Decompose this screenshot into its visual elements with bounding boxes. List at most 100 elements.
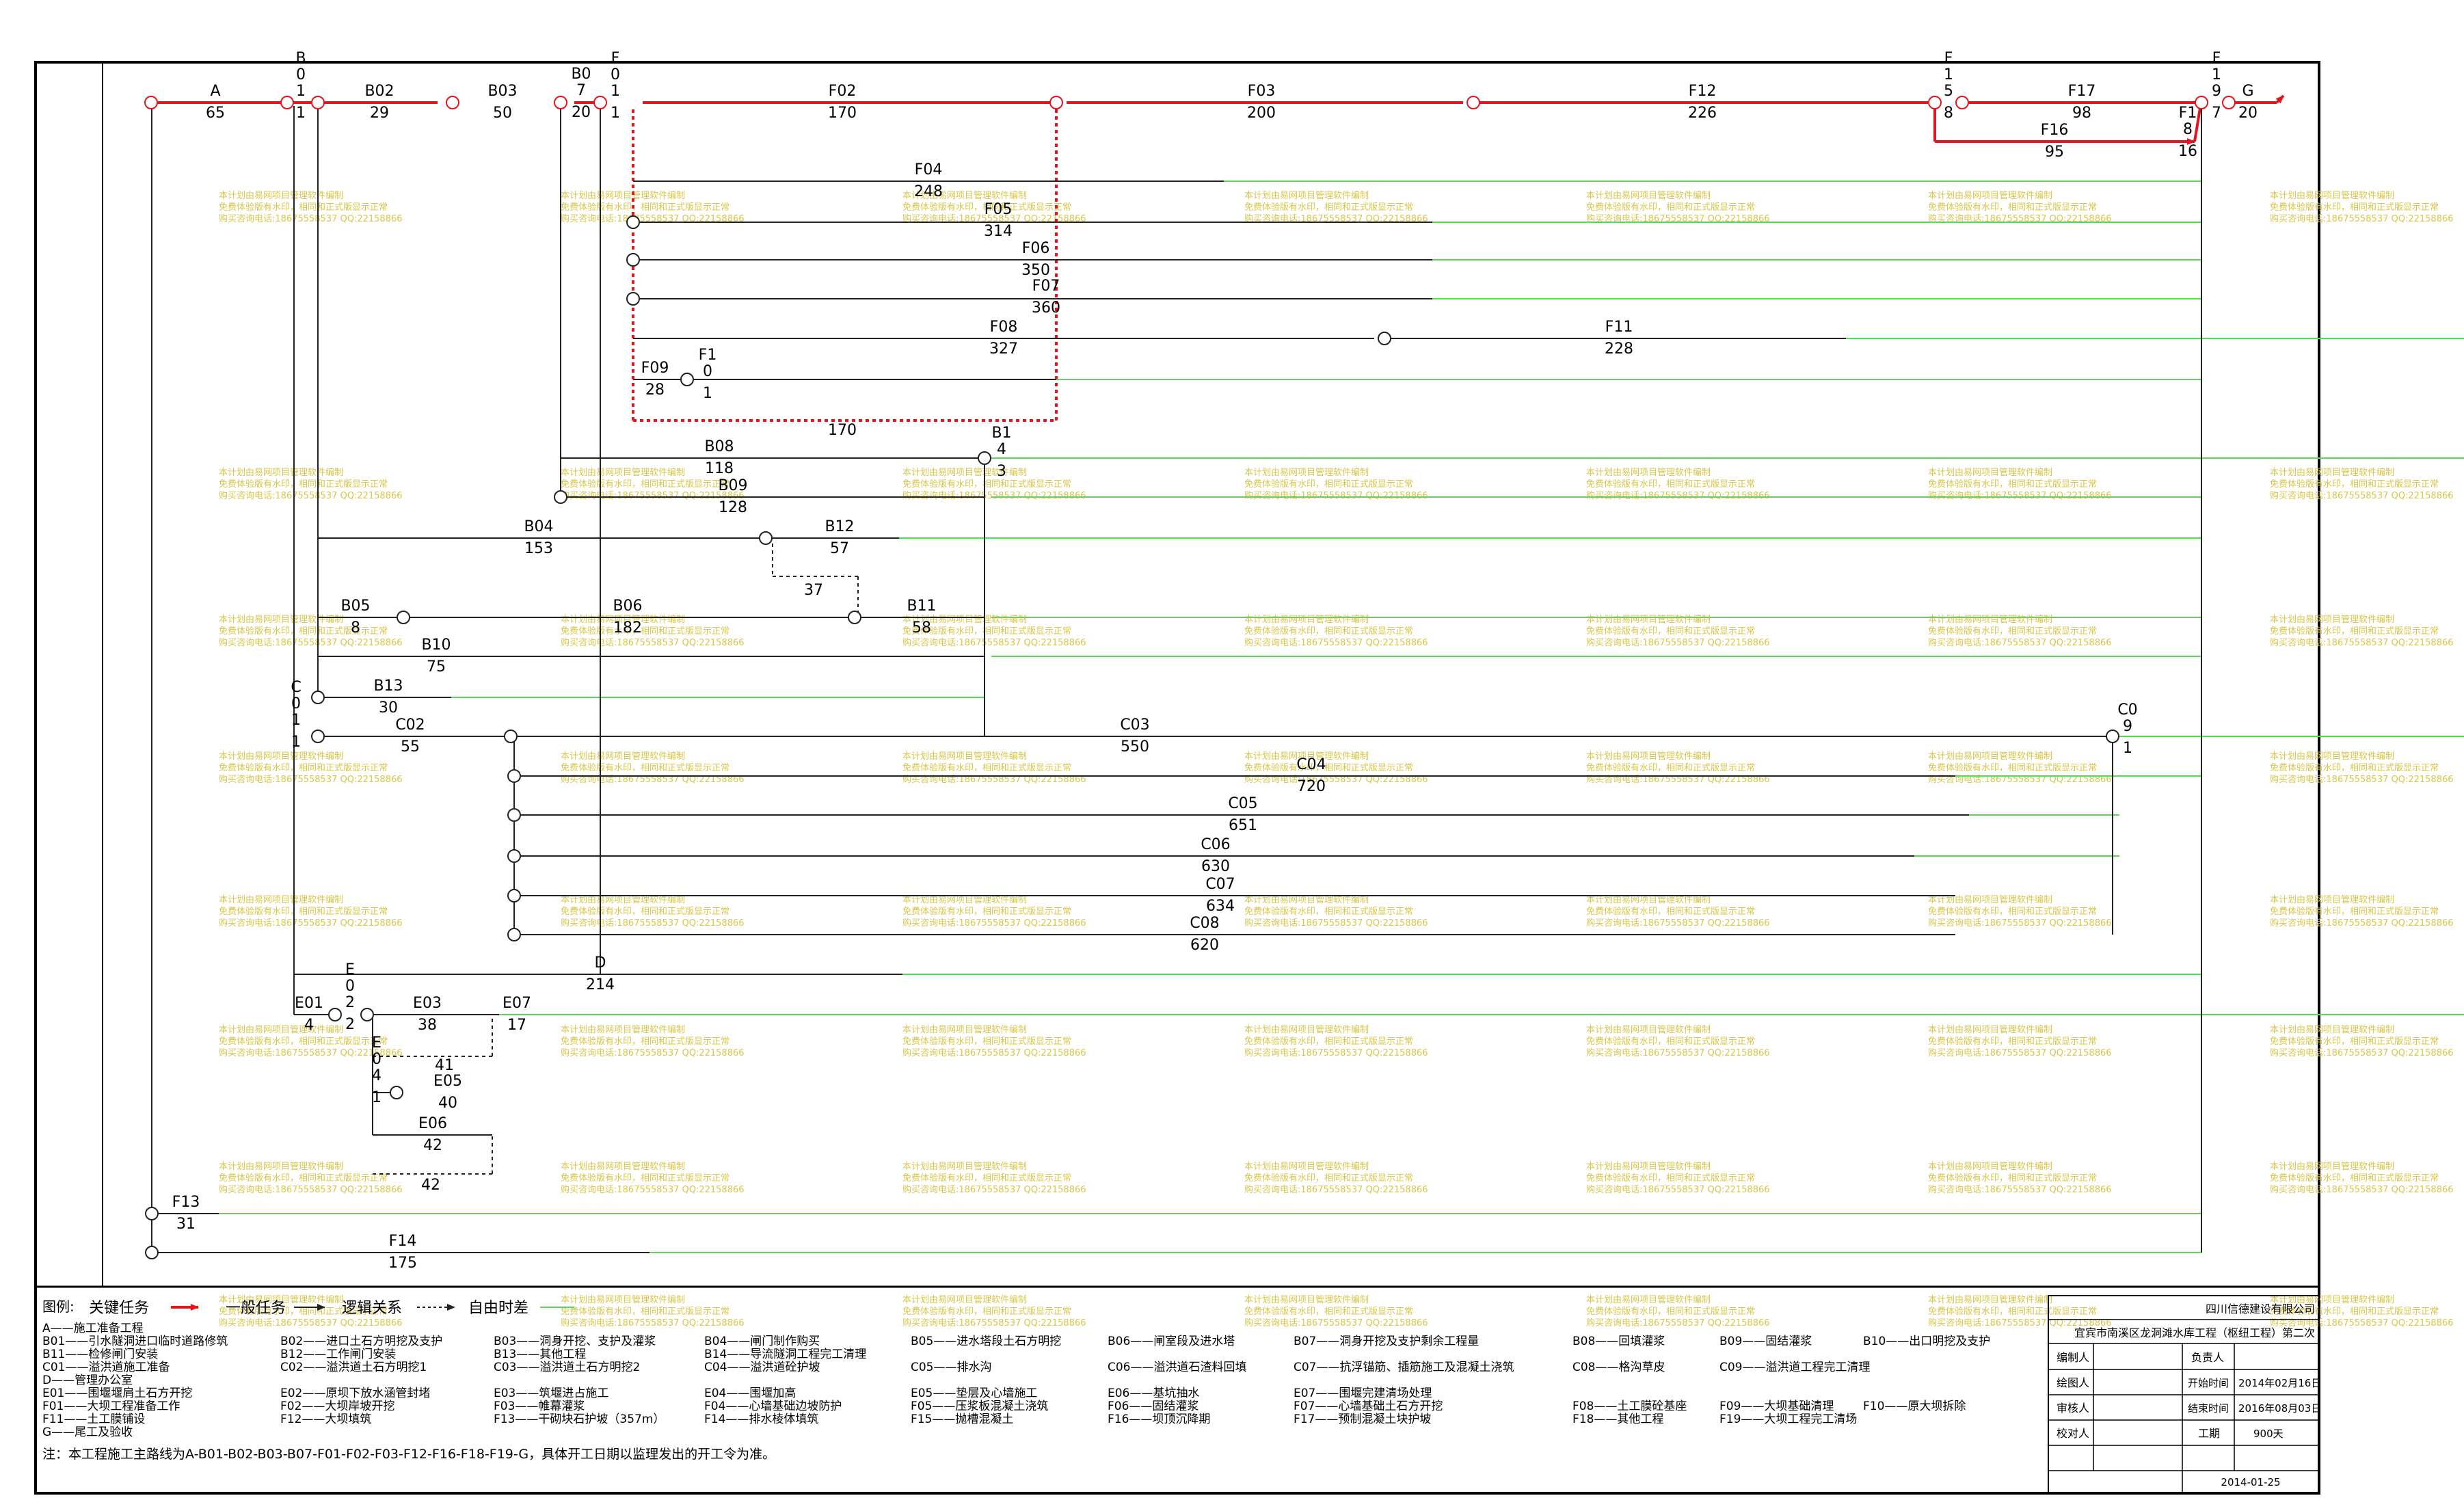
watermark-text: 免费体验版有水印，相同和正式版显示正常 — [561, 762, 729, 773]
activity-label: F — [2212, 50, 2221, 67]
watermark-text: 免费体验版有水印，相同和正式版显示正常 — [219, 202, 388, 213]
activity-duration: 1 — [703, 385, 712, 402]
watermark-text: 购买咨询电话:18675558537 QQ:22158866 — [1244, 918, 1428, 928]
watermark-text: 购买咨询电话:18675558537 QQ:22158866 — [1586, 918, 1770, 928]
watermark-text: 本计划由易网项目管理软件编制 — [1244, 1162, 1369, 1172]
event-node — [1378, 332, 1391, 345]
tb-label-compiler: 编制人 — [2057, 1351, 2089, 1364]
activity-label: E05 — [433, 1073, 462, 1090]
watermark-text: 免费体验版有水印，相同和正式版显示正常 — [902, 202, 1071, 213]
tb-label-duration: 工期 — [2198, 1427, 2220, 1440]
activity-label: F07 — [1032, 278, 1060, 295]
tb-label-checker: 校对人 — [2057, 1427, 2089, 1440]
watermark-text: 本计划由易网项目管理软件编制 — [1586, 615, 1711, 625]
activity-label: 0 — [372, 1051, 381, 1068]
event-node — [626, 292, 640, 306]
critical-link — [2275, 94, 2285, 104]
watermark-text: 本计划由易网项目管理软件编制 — [1586, 191, 1711, 201]
watermark-text: 购买咨询电话:18675558537 QQ:22158866 — [2270, 1318, 2454, 1328]
event-node — [145, 1207, 159, 1220]
watermark-text: 本计划由易网项目管理软件编制 — [219, 191, 343, 201]
watermark-text: 免费体验版有水印，相同和正式版显示正常 — [2270, 479, 2439, 490]
watermark-text: 本计划由易网项目管理软件编制 — [561, 895, 685, 905]
watermark-text: 本计划由易网项目管理软件编制 — [561, 468, 685, 478]
legend-title: 图例: — [42, 1298, 75, 1315]
activity-label: A — [210, 83, 220, 100]
key-entry: B07——洞身开挖及支护剩余工程量 — [1294, 1335, 1479, 1348]
watermark-text: 购买咨询电话:18675558537 QQ:22158866 — [1244, 490, 1428, 501]
activity-duration: 226 — [1688, 105, 1717, 122]
watermark-text: 免费体验版有水印，相同和正式版显示正常 — [561, 906, 729, 917]
watermark-text: 购买咨询电话:18675558537 QQ:22158866 — [902, 637, 1086, 648]
activity-duration: 75 — [427, 658, 446, 676]
watermark-text: 购买咨询电话:18675558537 QQ:22158866 — [902, 918, 1086, 928]
watermark-text: 免费体验版有水印，相同和正式版显示正常 — [561, 1306, 729, 1317]
watermark-text: 购买咨询电话:18675558537 QQ:22158866 — [219, 918, 403, 928]
watermark-text: 购买咨询电话:18675558537 QQ:22158866 — [219, 1047, 403, 1058]
watermark-text: 本计划由易网项目管理软件编制 — [1244, 751, 1369, 762]
watermark-text: 本计划由易网项目管理软件编制 — [561, 1295, 685, 1305]
watermark-text: 免费体验版有水印，相同和正式版显示正常 — [561, 1173, 729, 1183]
dummy-duration: 170 — [828, 422, 857, 439]
activity-label: C04 — [1296, 756, 1326, 773]
activity-label: 0 — [345, 978, 355, 995]
watermark-text: 免费体验版有水印，相同和正式版显示正常 — [2270, 202, 2439, 213]
key-entry: F16——坝顶沉降期 — [1108, 1413, 1210, 1426]
activity-label: E01 — [295, 995, 323, 1012]
watermark-text: 免费体验版有水印，相同和正式版显示正常 — [1244, 479, 1413, 490]
diagram-nodes — [144, 96, 2236, 1259]
watermark-text: 本计划由易网项目管理软件编制 — [561, 751, 685, 762]
watermark-text: 免费体验版有水印，相同和正式版显示正常 — [1928, 1173, 2097, 1183]
activity-duration: 550 — [1121, 738, 1149, 755]
activity-label: B09 — [718, 477, 747, 494]
activity-label: F12 — [1689, 83, 1717, 100]
watermark-text: 购买咨询电话:18675558537 QQ:22158866 — [902, 1047, 1086, 1058]
watermark-text: 购买咨询电话:18675558537 QQ:22158866 — [2270, 1047, 2454, 1058]
watermark-text: 购买咨询电话:18675558537 QQ:22158866 — [1586, 1047, 1770, 1058]
activity-label: B — [295, 50, 306, 67]
watermark-text: 本计划由易网项目管理软件编制 — [902, 895, 1027, 905]
event-node — [507, 808, 521, 822]
watermark-text: 购买咨询电话:18675558537 QQ:22158866 — [1244, 637, 1428, 648]
activity-duration: 8 — [351, 619, 360, 637]
key-entry: B03——洞身开挖、支护及灌浆 — [494, 1335, 656, 1348]
activity-label: 0 — [291, 695, 301, 712]
watermark-text: 免费体验版有水印，相同和正式版显示正常 — [1586, 906, 1755, 917]
watermark-text: 购买咨询电话:18675558537 QQ:22158866 — [561, 1318, 745, 1328]
watermark-text: 免费体验版有水印，相同和正式版显示正常 — [2270, 1173, 2439, 1183]
activity-duration: 31 — [176, 1216, 196, 1233]
activity-label: 5 — [1944, 83, 1953, 100]
activity-duration: 175 — [388, 1255, 417, 1272]
activity-duration: 228 — [1605, 340, 1633, 358]
watermark-text: 本计划由易网项目管理软件编制 — [219, 615, 343, 625]
activity-label: F13 — [172, 1194, 200, 1211]
event-node — [311, 691, 325, 704]
key-entry: B02——进口土石方明挖及支护 — [280, 1335, 442, 1348]
key-entry: A——施工准备工程 — [42, 1322, 144, 1335]
watermark-text: 本计划由易网项目管理软件编制 — [561, 1162, 685, 1172]
watermark-text: 免费体验版有水印，相同和正式版显示正常 — [561, 479, 729, 490]
legend: 图例: 关键任务 一般任务 逻辑关系 自由时差 — [42, 1298, 574, 1317]
event-node — [311, 730, 325, 743]
activity-duration: 128 — [719, 499, 747, 516]
activity-duration: 7 — [2212, 105, 2221, 122]
key-entry: F09——大坝基础清理 — [1719, 1400, 1834, 1413]
activity-label: F03 — [1248, 83, 1276, 100]
event-node — [507, 889, 521, 902]
activity-duration: 630 — [1201, 858, 1230, 875]
activity-label: B04 — [524, 518, 553, 535]
activity-label: 0 — [611, 66, 620, 83]
activity-duration: 30 — [379, 699, 398, 717]
event-node — [145, 1246, 159, 1259]
watermark-text: 本计划由易网项目管理软件编制 — [1928, 1162, 2052, 1172]
key-entry: E01——围堰堰肩土石方开挖 — [42, 1387, 192, 1400]
activity-label: F02 — [829, 83, 857, 100]
activity-label: E — [372, 1034, 381, 1052]
tb-label-reviewer: 审核人 — [2057, 1402, 2089, 1415]
watermark-text: 本计划由易网项目管理软件编制 — [1244, 1295, 1369, 1305]
activity-label: 4 — [997, 441, 1006, 458]
key-entry: C08——格沟草皮 — [1572, 1361, 1665, 1374]
activity-duration: 248 — [914, 183, 943, 200]
watermark-text: 本计划由易网项目管理软件编制 — [1928, 468, 2052, 478]
